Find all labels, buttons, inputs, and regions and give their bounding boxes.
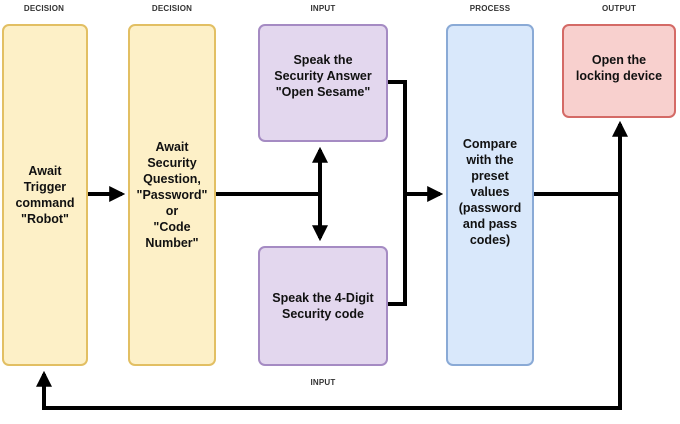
- header-decision-2: DECISION: [151, 4, 193, 13]
- header-decision-1: DECISION: [23, 4, 65, 13]
- node-compare-preset-values: Compare with the preset values (password…: [446, 24, 534, 366]
- node-await-trigger: Await Trigger command "Robot": [2, 24, 88, 366]
- node-speak-security-answer: Speak the Security Answer "Open Sesame": [258, 24, 388, 142]
- node-await-security-question: Await Security Question, "Password" or "…: [128, 24, 216, 366]
- header-process: PROCESS: [469, 4, 511, 13]
- line-answer-to-bus: [388, 80, 407, 194]
- header-input-top: INPUT: [310, 4, 336, 13]
- node-speak-4-digit-code: Speak the 4-Digit Security code: [258, 246, 388, 366]
- line-code-to-bus: [388, 194, 407, 306]
- header-output: OUTPUT: [601, 4, 637, 13]
- node-open-locking-device: Open the locking device: [562, 24, 676, 118]
- header-input-bottom: INPUT: [310, 378, 336, 387]
- arrow-feedback-loop: [36, 194, 622, 410]
